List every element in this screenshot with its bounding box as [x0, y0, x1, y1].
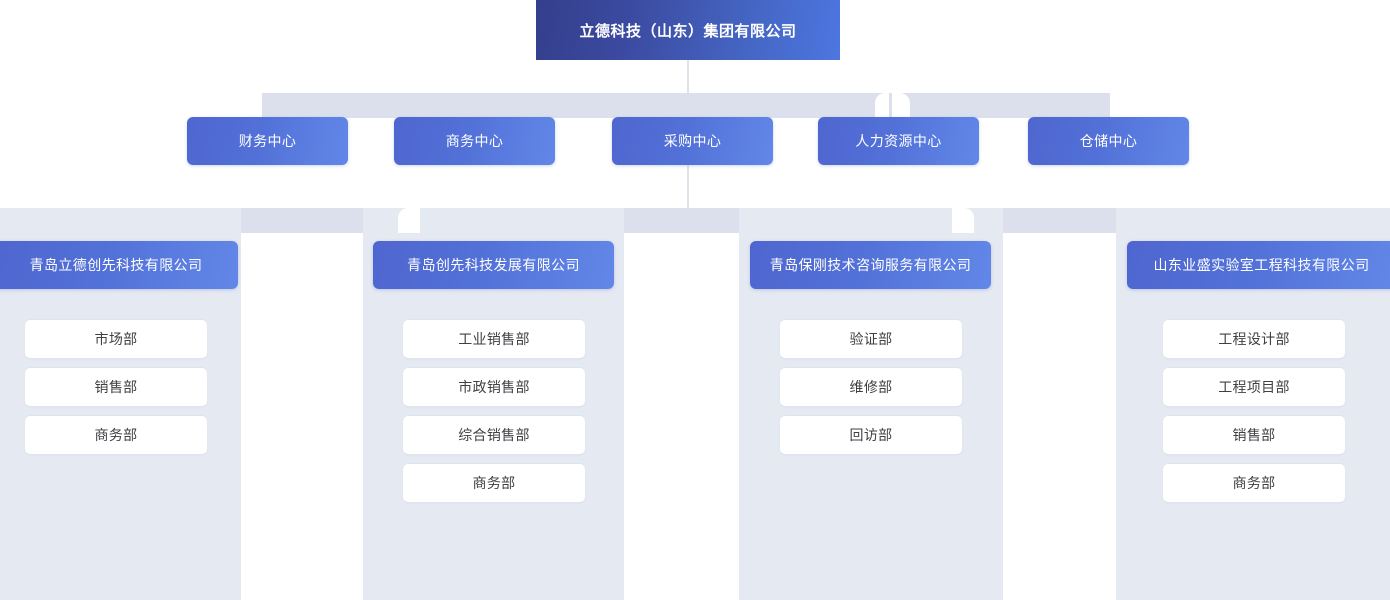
department-label: 销售部	[1232, 427, 1276, 443]
department-label: 商务部	[1232, 475, 1276, 491]
connector-bar-level3	[113, 208, 1260, 233]
center-node-label: 采购中心	[663, 133, 722, 149]
department-node[interactable]: 商务部	[403, 464, 585, 502]
company-header-label: 青岛保刚技术咨询服务有限公司	[769, 257, 972, 273]
department-node[interactable]: 维修部	[780, 368, 962, 406]
department-label: 市场部	[94, 331, 138, 347]
department-node[interactable]: 商务部	[1163, 464, 1345, 502]
department-label: 销售部	[94, 379, 138, 395]
department-node[interactable]: 工业销售部	[403, 320, 585, 358]
connector-bar-level2	[262, 93, 1110, 118]
department-node[interactable]: 验证部	[780, 320, 962, 358]
department-node[interactable]: 销售部	[1163, 416, 1345, 454]
department-label: 回访部	[849, 427, 893, 443]
connector-notch-col2	[398, 208, 420, 233]
department-node[interactable]: 工程设计部	[1163, 320, 1345, 358]
department-label: 商务部	[94, 427, 138, 443]
department-node[interactable]: 回访部	[780, 416, 962, 454]
company-header-qingdao-lide-chuangxian[interactable]: 青岛立德创先科技有限公司	[0, 241, 238, 289]
connector-notch-left	[875, 93, 889, 118]
department-node[interactable]: 销售部	[25, 368, 207, 406]
connector-root-stem	[687, 60, 689, 94]
center-node-finance[interactable]: 财务中心	[187, 117, 348, 165]
center-node-label: 商务中心	[445, 133, 504, 149]
department-label: 市政销售部	[458, 379, 530, 395]
department-label: 维修部	[849, 379, 893, 395]
center-node-label: 财务中心	[238, 133, 297, 149]
department-node[interactable]: 市场部	[25, 320, 207, 358]
company-header-shandong-yesheng[interactable]: 山东业盛实验室工程科技有限公司	[1127, 241, 1390, 289]
company-header-label: 青岛创先科技发展有限公司	[407, 257, 580, 273]
connector-notch-col3	[952, 208, 974, 233]
department-node[interactable]: 工程项目部	[1163, 368, 1345, 406]
department-list-1: 市场部 销售部 商务部	[25, 320, 207, 454]
department-label: 验证部	[849, 331, 893, 347]
department-node[interactable]: 商务部	[25, 416, 207, 454]
department-label: 工业销售部	[458, 331, 530, 347]
department-node[interactable]: 综合销售部	[403, 416, 585, 454]
department-list-2: 工业销售部 市政销售部 综合销售部 商务部	[403, 320, 585, 502]
department-label: 商务部	[472, 475, 516, 491]
center-node-procurement[interactable]: 采购中心	[612, 117, 773, 165]
company-header-qingdao-baogang[interactable]: 青岛保刚技术咨询服务有限公司	[750, 241, 991, 289]
department-node[interactable]: 市政销售部	[403, 368, 585, 406]
root-node-group-company[interactable]: 立德科技（山东）集团有限公司	[536, 0, 840, 60]
company-header-label: 山东业盛实验室工程科技有限公司	[1153, 257, 1370, 273]
root-node-label: 立德科技（山东）集团有限公司	[579, 22, 797, 40]
department-label: 工程设计部	[1218, 331, 1290, 347]
department-list-4: 工程设计部 工程项目部 销售部 商务部	[1163, 320, 1345, 502]
center-node-warehouse[interactable]: 仓储中心	[1028, 117, 1189, 165]
company-header-label: 青岛立德创先科技有限公司	[29, 257, 203, 273]
connector-notch-right	[892, 93, 910, 118]
department-list-3: 验证部 维修部 回访部	[780, 320, 962, 454]
center-node-business[interactable]: 商务中心	[394, 117, 555, 165]
department-label: 综合销售部	[458, 427, 530, 443]
company-header-qingdao-chuangxian[interactable]: 青岛创先科技发展有限公司	[373, 241, 614, 289]
center-node-hr[interactable]: 人力资源中心	[818, 117, 979, 165]
department-label: 工程项目部	[1218, 379, 1290, 395]
center-node-label: 人力资源中心	[855, 133, 942, 149]
center-node-label: 仓储中心	[1079, 133, 1138, 149]
